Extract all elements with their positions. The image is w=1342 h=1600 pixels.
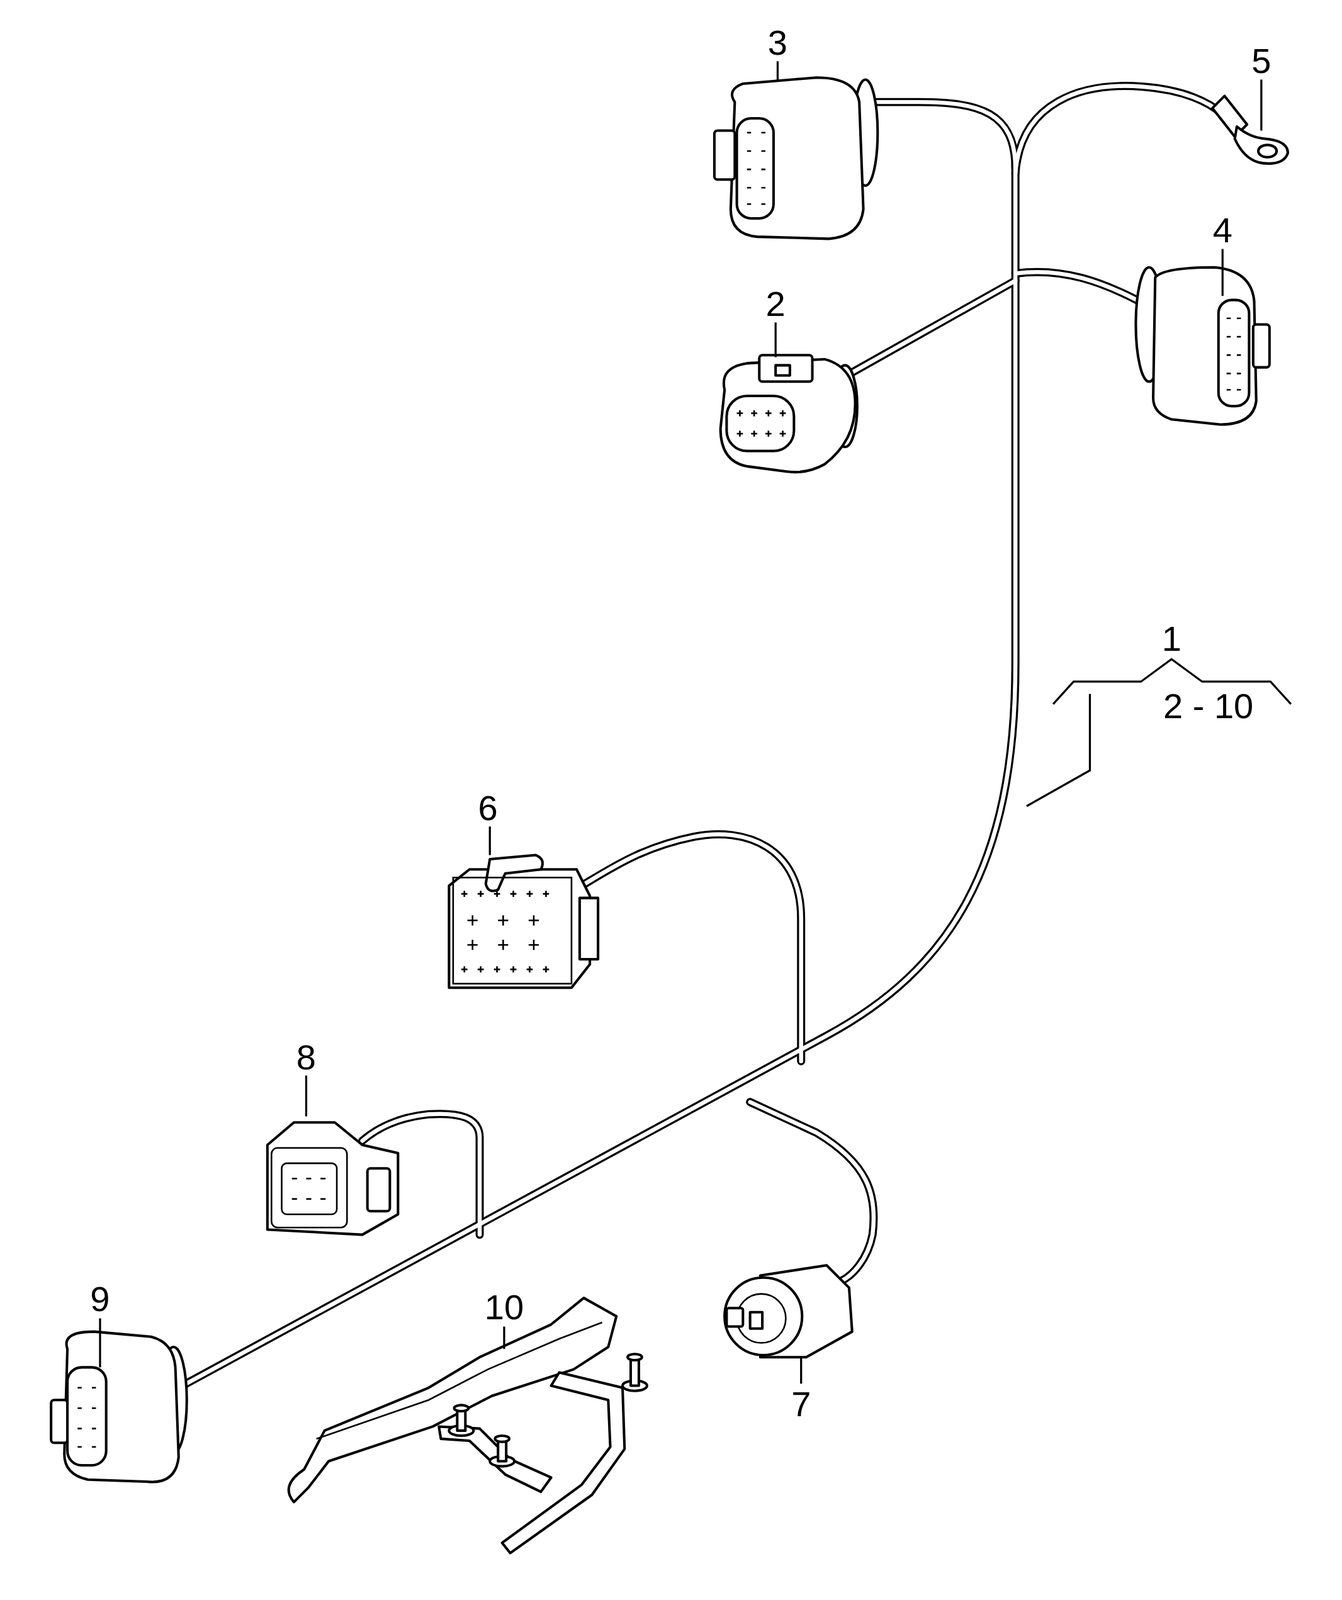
connector-face: [726, 395, 794, 452]
callout-number: 3: [767, 25, 788, 61]
connector-face: [1218, 300, 1250, 407]
connector: [448, 855, 598, 989]
wire-branch: [872, 101, 1016, 169]
connector-body: [448, 869, 590, 988]
connector: [724, 1265, 853, 1358]
connector: [714, 77, 878, 239]
connector-latch-window: [775, 365, 790, 376]
callout-number: 5: [1251, 43, 1271, 79]
leader-line: [489, 826, 491, 855]
wire-branch: [750, 1102, 874, 1281]
callout-number: 2: [766, 286, 786, 322]
mounting-stud: [448, 1353, 648, 1467]
wire-branch: [581, 834, 802, 1062]
terminal-hole: [1258, 144, 1277, 157]
connector-latch: [759, 355, 812, 382]
connector-pins: [77, 1387, 96, 1448]
main-trunk: [178, 163, 1016, 1388]
connector-body: [730, 77, 864, 239]
stud-head: [494, 1435, 510, 1443]
stud-head: [627, 1353, 643, 1361]
stud-head: [454, 1404, 469, 1412]
connector: [720, 355, 858, 473]
connector-pins: [292, 1178, 326, 1199]
harness-bracket: [288, 1297, 648, 1553]
connector-key: [750, 1312, 763, 1329]
callout-number: 2 - 10: [1163, 688, 1254, 724]
callout-number: 6: [477, 790, 498, 826]
callout-number: 8: [296, 1039, 316, 1076]
connector-latch: [1253, 324, 1270, 368]
connector-latch: [714, 130, 735, 181]
wire-branch: [872, 101, 1016, 169]
connector-collar: [579, 898, 598, 960]
wire-outline: [178, 86, 1223, 1388]
connector: [50, 1331, 187, 1483]
connector-face-inner: [281, 1163, 338, 1215]
leader-line: [502, 1326, 505, 1350]
leader-line: [1221, 249, 1224, 297]
wire-branch: [1015, 86, 1223, 174]
leader-line: [305, 1075, 308, 1117]
ring-terminal: [1212, 95, 1288, 164]
wire-branch: [1015, 271, 1149, 306]
connector-body: [267, 1122, 399, 1235]
terminal-ring: [1234, 126, 1288, 164]
bracket-body: [288, 1297, 617, 1502]
connector-face: [453, 877, 572, 984]
connector-body: [64, 1331, 179, 1483]
connector-latch: [50, 1399, 68, 1443]
wire-fill: [178, 86, 1223, 1388]
connector-pins: [747, 132, 766, 204]
callout-number: 4: [1212, 212, 1233, 249]
callout-number: 10: [484, 1289, 524, 1326]
callout-number: 1: [1161, 621, 1182, 657]
leader-lines: [100, 61, 1292, 1384]
connector-latch: [367, 1168, 391, 1212]
connector-latch: [485, 855, 543, 892]
callout-number: 9: [90, 1281, 110, 1317]
connector-face: [737, 118, 774, 219]
connector-latch: [726, 1308, 743, 1327]
leader-line: [776, 61, 779, 82]
leader-line: [98, 1318, 101, 1368]
connector-pins: [1226, 318, 1242, 390]
connector-face: [67, 1367, 107, 1466]
callout-number: 7: [791, 1386, 811, 1422]
connector-face: [724, 1277, 802, 1356]
connector-body: [720, 359, 856, 473]
wire-branch: [581, 834, 802, 1062]
connector-body: [1153, 267, 1257, 425]
leader-line: [800, 1357, 802, 1384]
wire-branch: [750, 1102, 874, 1281]
main-trunk: [178, 163, 1016, 1388]
leader-line: [1260, 79, 1263, 131]
connector: [267, 1122, 399, 1235]
connector: [1135, 267, 1269, 425]
connector-face: [271, 1148, 347, 1228]
leader-line: [1026, 693, 1091, 806]
wire-branch: [852, 280, 1016, 373]
wire-branch: [852, 280, 1016, 373]
leader-line: [774, 322, 777, 357]
wire-branch: [1015, 86, 1223, 174]
wire-branch: [1015, 271, 1149, 306]
connector-pins: [737, 410, 787, 437]
connector-pins: [461, 890, 549, 973]
